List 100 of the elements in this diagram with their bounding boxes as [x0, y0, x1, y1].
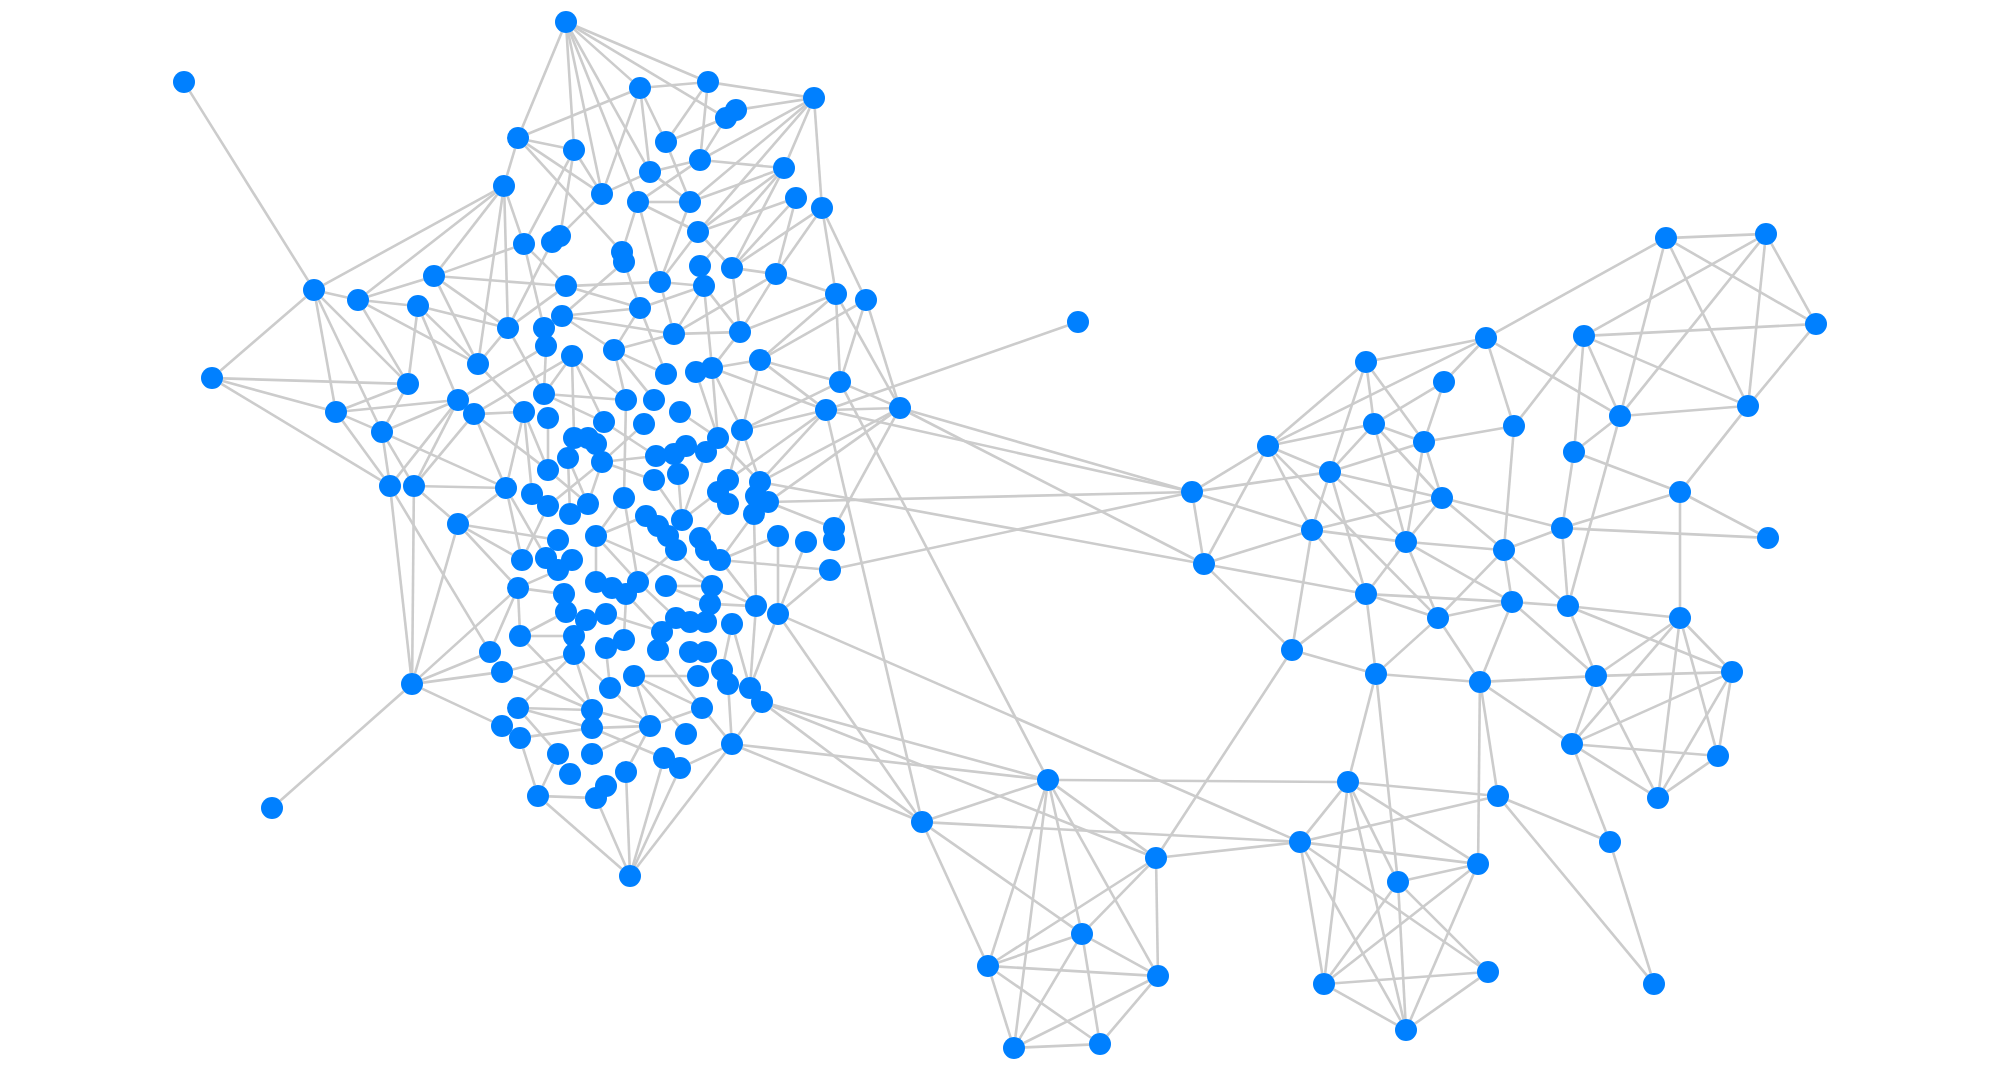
network-node: [509, 625, 531, 647]
network-node: [1585, 665, 1607, 687]
network-node: [765, 263, 787, 285]
network-node: [527, 785, 549, 807]
network-node: [619, 865, 641, 887]
network-node: [1477, 961, 1499, 983]
network-node: [513, 401, 535, 423]
network-node: [521, 483, 543, 505]
network-node: [757, 491, 779, 513]
network-node: [1257, 435, 1279, 457]
network-node: [1145, 847, 1167, 869]
network-node: [563, 625, 585, 647]
network-node: [655, 575, 677, 597]
network-node: [591, 451, 613, 473]
network-node: [699, 593, 721, 615]
network-node: [811, 197, 833, 219]
network-node: [1037, 769, 1059, 791]
network-node: [613, 487, 635, 509]
network-node: [1089, 1033, 1111, 1055]
network-node: [815, 399, 837, 421]
network-node: [1599, 831, 1621, 853]
network-node: [613, 629, 635, 651]
network-node: [627, 191, 649, 213]
network-node: [1503, 415, 1525, 437]
network-node: [767, 525, 789, 547]
network-node: [639, 715, 661, 737]
network-node: [533, 383, 555, 405]
network-node: [687, 221, 709, 243]
network-node: [623, 665, 645, 687]
network-node: [347, 289, 369, 311]
network-node: [669, 401, 691, 423]
network-node: [655, 363, 677, 385]
network-node: [667, 463, 689, 485]
network-node: [1387, 871, 1409, 893]
network-node: [407, 295, 429, 317]
network-node: [615, 389, 637, 411]
network-node: [629, 77, 651, 99]
network-node: [1647, 787, 1669, 809]
network-node: [201, 367, 223, 389]
network-node: [1551, 517, 1573, 539]
network-node: [665, 539, 687, 561]
network-node: [491, 715, 513, 737]
network-node: [1501, 591, 1523, 613]
network-node: [1337, 771, 1359, 793]
network-node: [679, 191, 701, 213]
network-node: [561, 345, 583, 367]
network-node: [1493, 539, 1515, 561]
network-node: [639, 161, 661, 183]
network-node: [553, 583, 575, 605]
network-node: [721, 613, 743, 635]
network-node: [447, 389, 469, 411]
network-node: [513, 233, 535, 255]
network-node: [547, 743, 569, 765]
network-node: [595, 603, 617, 625]
network-node: [1193, 553, 1215, 575]
network-node: [537, 459, 559, 481]
network-node: [675, 723, 697, 745]
network-node: [559, 763, 581, 785]
network-node: [1707, 745, 1729, 767]
network-node: [731, 419, 753, 441]
network-node: [709, 549, 731, 571]
network-node: [555, 601, 577, 623]
network-node: [1003, 1037, 1025, 1059]
network-node: [1433, 371, 1455, 393]
network-node: [585, 525, 607, 547]
network-node: [767, 603, 789, 625]
network-node: [535, 335, 557, 357]
network-node: [743, 503, 765, 525]
network-node: [643, 389, 665, 411]
network-node: [591, 183, 613, 205]
network-node: [599, 677, 621, 699]
network-node: [911, 811, 933, 833]
network-node: [511, 549, 533, 571]
network-node: [533, 317, 555, 339]
network-node: [325, 401, 347, 423]
network-node: [551, 305, 573, 327]
network-node: [595, 637, 617, 659]
network-node: [889, 397, 911, 419]
network-node: [663, 323, 685, 345]
network-node: [261, 797, 283, 819]
network-node: [577, 493, 599, 515]
network-node: [537, 495, 559, 517]
network-node: [653, 747, 675, 769]
network-node: [687, 665, 709, 687]
network-node: [557, 447, 579, 469]
network-node: [507, 697, 529, 719]
network-node: [1431, 487, 1453, 509]
network-node: [1469, 671, 1491, 693]
network-node: [721, 733, 743, 755]
network-node: [651, 621, 673, 643]
network-node: [1355, 351, 1377, 373]
network-node: [581, 743, 603, 765]
network-node: [563, 643, 585, 665]
network-node: [729, 321, 751, 343]
network-node: [717, 673, 739, 695]
network-node: [785, 187, 807, 209]
network-node: [1609, 405, 1631, 427]
network-node: [691, 697, 713, 719]
network-node: [423, 265, 445, 287]
network-node: [547, 529, 569, 551]
